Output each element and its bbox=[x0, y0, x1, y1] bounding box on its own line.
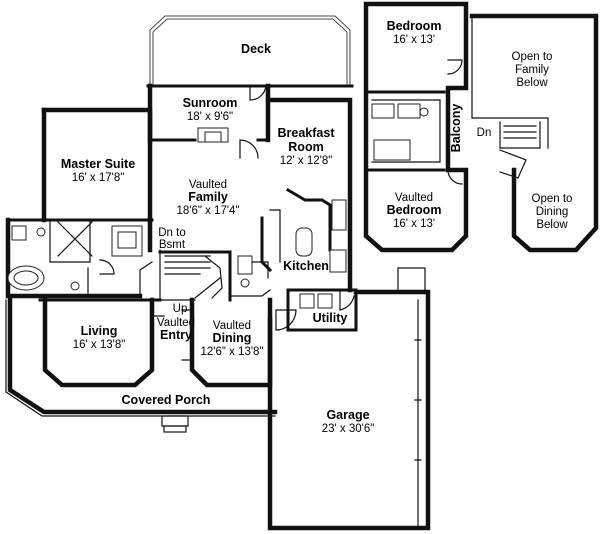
family-size: 18'6" x 17'4" bbox=[176, 205, 239, 217]
up-label: Up bbox=[173, 303, 188, 315]
porch-walls bbox=[5, 297, 278, 433]
kitchen-walls bbox=[260, 97, 353, 293]
breakfast-label-line2: Room bbox=[288, 140, 323, 154]
balcony-label: Balcony bbox=[449, 104, 463, 153]
dining-label: Dining bbox=[213, 331, 252, 345]
main-floor bbox=[5, 15, 431, 531]
bedroom-upper-label: Bedroom bbox=[387, 19, 442, 33]
open-family-line3: Below bbox=[516, 77, 548, 89]
breakfast-size: 12' x 12'8" bbox=[280, 155, 333, 167]
living-walls bbox=[38, 297, 165, 388]
bedroom-upper-size: 16' x 13' bbox=[393, 34, 435, 46]
living-label: Living bbox=[81, 324, 118, 338]
master-suite-walls bbox=[5, 107, 154, 299]
sunroom-walls bbox=[147, 83, 271, 159]
utility-walls bbox=[275, 288, 358, 332]
bedroom-vaulted-label: Bedroom bbox=[387, 203, 442, 217]
entry-prefix: Vaulted bbox=[157, 317, 195, 329]
bedroom-vaulted-size: 16' x 13' bbox=[393, 218, 435, 230]
porch-label: Covered Porch bbox=[122, 393, 211, 407]
dn-to-bsmt-line1: Dn to bbox=[158, 227, 186, 239]
open-dining-line3: Below bbox=[536, 219, 568, 231]
upper-floor bbox=[363, 1, 599, 253]
dining-size: 12'6" x 13'8" bbox=[200, 346, 263, 358]
breakfast-label-line1: Breakfast bbox=[278, 126, 336, 140]
master-suite-label: Master Suite bbox=[61, 157, 135, 171]
dn-to-bsmt-line2: Bsmt bbox=[159, 239, 186, 251]
dining-prefix: Vaulted bbox=[213, 320, 251, 332]
entry-label: Entry bbox=[160, 328, 192, 342]
bedroom-vaulted-prefix: Vaulted bbox=[395, 192, 433, 204]
dn-upper-label: Dn bbox=[477, 127, 492, 139]
deck-label: Deck bbox=[241, 42, 271, 56]
open-dining-line2: Dining bbox=[536, 206, 569, 218]
open-dining-line1: Open to bbox=[532, 193, 573, 205]
kitchen-label: Kitchen bbox=[283, 259, 329, 273]
family-prefix: Vaulted bbox=[189, 179, 227, 191]
room-labels: Deck Sunroom 18' x 9'6" Breakfast Room 1… bbox=[61, 19, 573, 435]
garage-size: 23' x 30'6" bbox=[322, 423, 375, 435]
open-family-line2: Family bbox=[515, 64, 549, 76]
master-suite-size: 16' x 17'8" bbox=[72, 172, 125, 184]
living-size: 16' x 13'8" bbox=[73, 339, 126, 351]
sunroom-size: 18' x 9'6" bbox=[187, 111, 233, 123]
garage-label: Garage bbox=[326, 408, 369, 422]
sunroom-label: Sunroom bbox=[183, 96, 238, 110]
open-family-line1: Open to bbox=[512, 51, 553, 63]
family-stairs bbox=[147, 217, 271, 302]
garage-walls bbox=[267, 267, 431, 531]
utility-label: Utility bbox=[313, 311, 348, 325]
family-label: Family bbox=[188, 190, 228, 204]
